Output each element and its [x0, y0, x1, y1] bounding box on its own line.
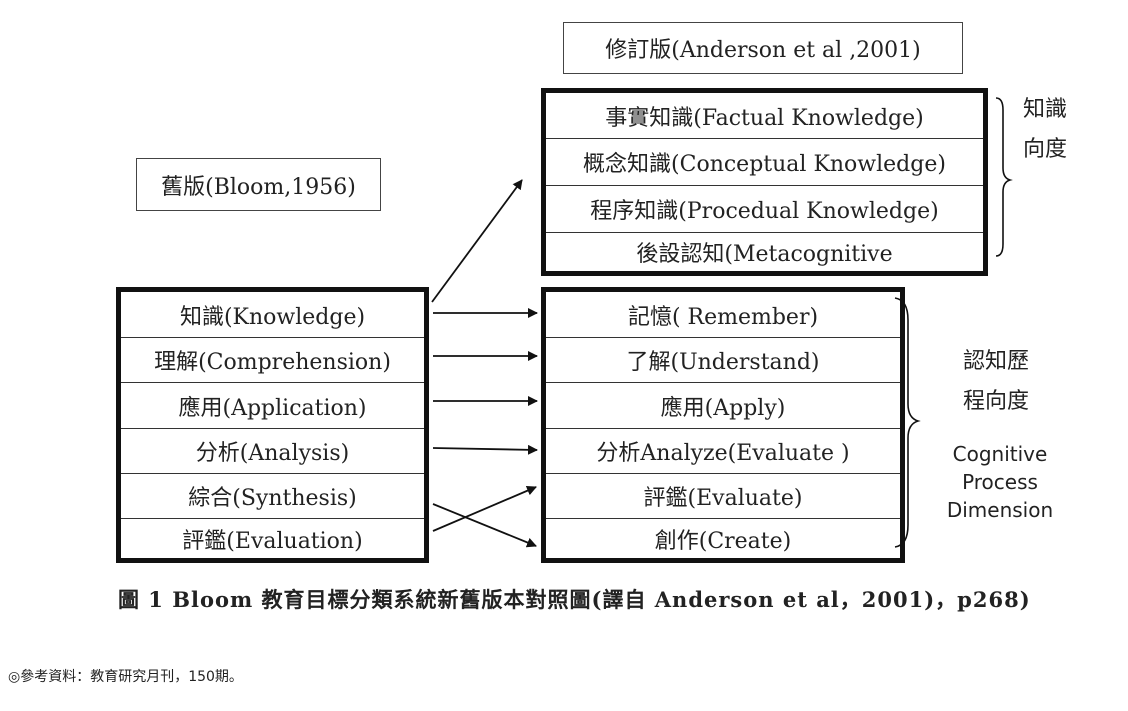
old-levels-table: 知識(Knowledge) 理解(Comprehension) 應用(Appli… — [116, 287, 429, 563]
old-level-row: 應用(Application) — [121, 383, 424, 429]
arrow-synthesis-to-create — [432, 503, 537, 548]
old-version-label: 舊版(Bloom,1956) — [136, 158, 381, 211]
new-level-row: 應用(Apply) — [546, 383, 900, 429]
knowledge-row-factual: 事實知識(Factual Knowledge) — [546, 93, 983, 139]
new-level-row: 創作(Create) — [654, 528, 792, 554]
arrow-analysis-to-analyze — [432, 444, 538, 455]
knowledge-dimension-label: 知識 向度 — [1022, 97, 1067, 162]
old-version-text: 舊版(Bloom,1956) — [161, 174, 356, 200]
knowledge-dimension-brace — [995, 97, 1013, 257]
old-level-row: 理解(Comprehension) — [121, 338, 424, 383]
figure-caption: 圖 1 Bloom 教育目標分類系統新舊版本對照圖(譯自 Anderson et… — [118, 587, 1031, 612]
knowledge-row-conceptual: 概念知識(Conceptual Knowledge) — [546, 139, 983, 186]
new-level-row: 評鑑(Evaluate) — [546, 474, 900, 519]
cognitive-process-label-en: Cognitive Process Dimension — [946, 442, 1054, 522]
knowledge-row-procedural: 程序知識(Procedual Knowledge) — [546, 186, 983, 233]
knowledge-row-metacognitive: 後設認知(Metacognitive — [636, 242, 893, 267]
source-note: ◎參考資料：教育研究月刊，150期。 — [8, 669, 243, 685]
new-level-row: 分析Analyze(Evaluate ) — [546, 429, 900, 474]
old-level-row: 知識(Knowledge) — [121, 292, 424, 338]
cognitive-process-brace — [894, 297, 921, 548]
new-level-row: 記憶( Remember) — [546, 292, 900, 338]
revised-version-label: 修訂版(Anderson et al ,2001) — [563, 22, 963, 74]
new-level-row: 了解(Understand) — [546, 338, 900, 383]
cognitive-process-label: 認知歷 程向度 — [962, 349, 1029, 414]
old-level-row: 綜合(Synthesis) — [121, 474, 424, 519]
new-levels-table: 記憶( Remember) 了解(Understand) 應用(Apply) 分… — [541, 287, 905, 563]
arrow-knowledge-to-knowledge-dimension — [431, 179, 523, 303]
revised-version-text: 修訂版(Anderson et al ,2001) — [605, 38, 921, 63]
old-level-row: 分析(Analysis) — [121, 429, 424, 474]
arrow-evaluation-to-evaluate — [432, 485, 537, 532]
knowledge-dimension-table: 事實知識(Factual Knowledge) 概念知識(Conceptual … — [541, 88, 988, 276]
old-level-row: 評鑑(Evaluation) — [182, 528, 363, 554]
